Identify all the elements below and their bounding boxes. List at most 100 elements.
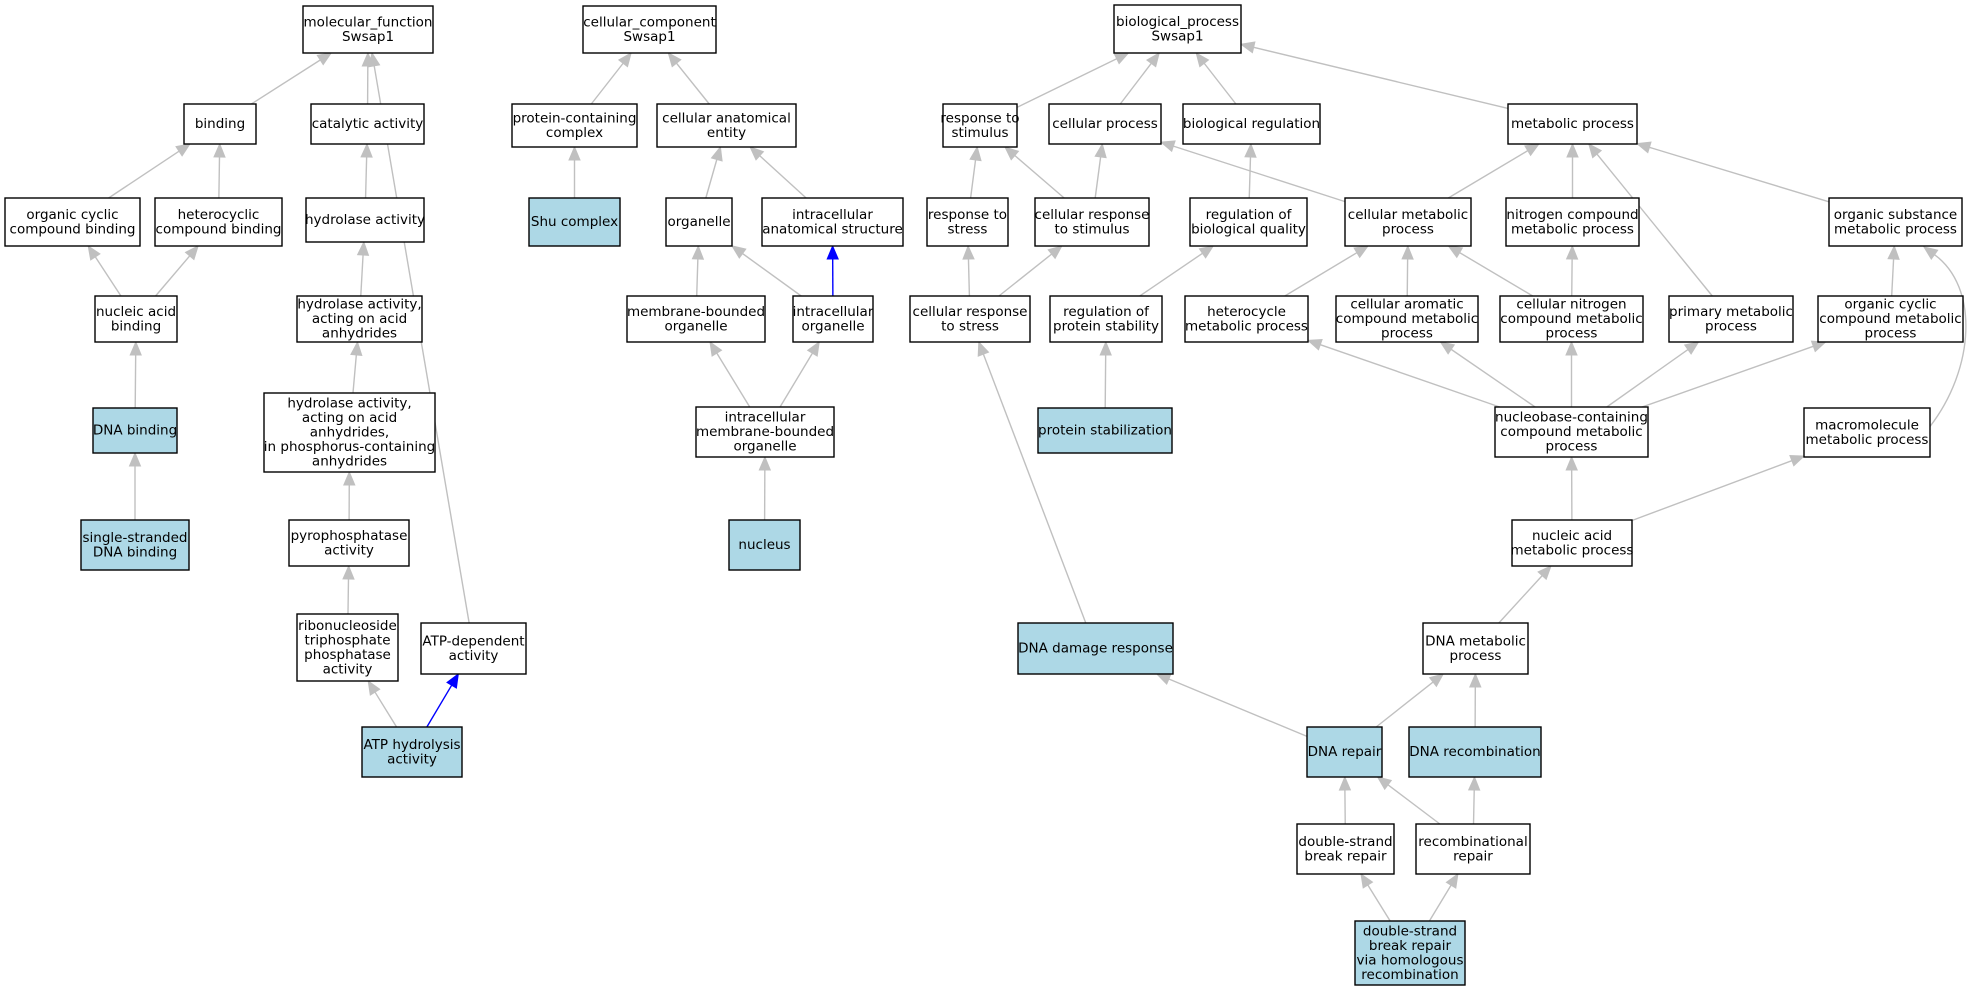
node-dnarec[interactable]: DNA recombination <box>1408 726 1542 778</box>
node-label-line: binding <box>195 116 245 132</box>
node-label-line: acting on acid <box>302 410 397 426</box>
node-box <box>1505 197 1640 247</box>
node-label-line: double-strand <box>1298 834 1392 850</box>
edge-namp-to-nbccmp <box>1565 455 1578 521</box>
edge-io-to-ias <box>826 244 839 297</box>
edge-line <box>982 353 1087 624</box>
node-label-line: ATP hydrolysis <box>363 737 460 753</box>
node-pstab[interactable]: protein stabilization <box>1037 407 1173 454</box>
edge-line <box>1014 154 1065 199</box>
node-label-line: organelle <box>801 318 864 334</box>
node-cellproc[interactable]: cellular process <box>1048 103 1162 145</box>
node-hyd_acid[interactable]: hydrolase activity,acting on acidanhydri… <box>296 295 423 343</box>
node-box <box>926 197 1009 247</box>
node-binding[interactable]: binding <box>183 103 257 145</box>
edge-atpdep-to-mf_root <box>368 51 470 624</box>
edge-crts-to-rts <box>1004 146 1065 199</box>
node-label-line: cellular response <box>1035 207 1150 223</box>
arrowhead-icon <box>1047 245 1063 260</box>
edge-line <box>1139 252 1203 297</box>
edge-ocb-to-binding <box>108 143 191 199</box>
node-label-line: recombination <box>1361 967 1458 983</box>
node-dnarep[interactable]: DNA repair <box>1306 726 1383 778</box>
node-dnadmg[interactable]: DNA damage response <box>1017 622 1174 675</box>
node-box <box>528 197 621 247</box>
node-metab[interactable]: metabolic process <box>1507 103 1638 145</box>
edge-dsbr-to-dnarep <box>1338 775 1352 825</box>
node-hyd_phos[interactable]: hydrolase activity,acting on acidanhydri… <box>263 392 436 473</box>
edge-line <box>1428 884 1452 922</box>
node-shu[interactable]: Shu complex <box>528 197 621 247</box>
arrowhead-icon <box>1113 52 1130 65</box>
node-nucleus[interactable]: nucleus <box>728 519 801 571</box>
edge-nbccmp-to-cacmp <box>1439 341 1536 408</box>
node-box <box>1507 103 1638 145</box>
node-label-line: activity <box>324 542 374 558</box>
node-label-line: nucleic acid <box>96 304 176 320</box>
node-label-line: organic substance <box>1834 207 1957 223</box>
edge-cae-to-cc_root <box>667 52 710 105</box>
edge-line <box>998 253 1053 297</box>
node-label-line: biological regulation <box>1183 116 1320 132</box>
edge-line <box>1094 156 1102 199</box>
arrowhead-icon <box>709 340 723 357</box>
node-hydrolase[interactable]: hydrolase activity <box>305 197 425 243</box>
edge-atphyd-to-atpdep <box>426 672 459 728</box>
edge-line <box>1450 348 1536 408</box>
node-label-line: heterocycle <box>1207 304 1286 320</box>
node-rntp[interactable]: ribonucleosidetriphosphatephosphataseact… <box>296 613 399 682</box>
edge-crtstress-to-crts <box>998 245 1063 297</box>
node-bioreg[interactable]: biological regulation <box>1182 103 1321 145</box>
node-box <box>909 295 1031 343</box>
arrowhead-icon <box>667 52 682 68</box>
node-dnab[interactable]: DNA binding <box>92 407 178 454</box>
node-label-line: DNA binding <box>93 544 177 560</box>
node-organelle[interactable]: organelle <box>665 197 733 247</box>
edge-cellproc-to-bp_root <box>1119 51 1160 105</box>
arrowhead-icon <box>1099 340 1112 356</box>
arrowhead-icon <box>1428 673 1445 688</box>
node-catalytic[interactable]: catalytic activity <box>310 103 425 145</box>
edge-line <box>218 156 221 199</box>
node-label-line: biological quality <box>1191 221 1306 237</box>
edge-nbccmp-to-pmp <box>1606 341 1700 408</box>
edge-line <box>1203 62 1237 105</box>
